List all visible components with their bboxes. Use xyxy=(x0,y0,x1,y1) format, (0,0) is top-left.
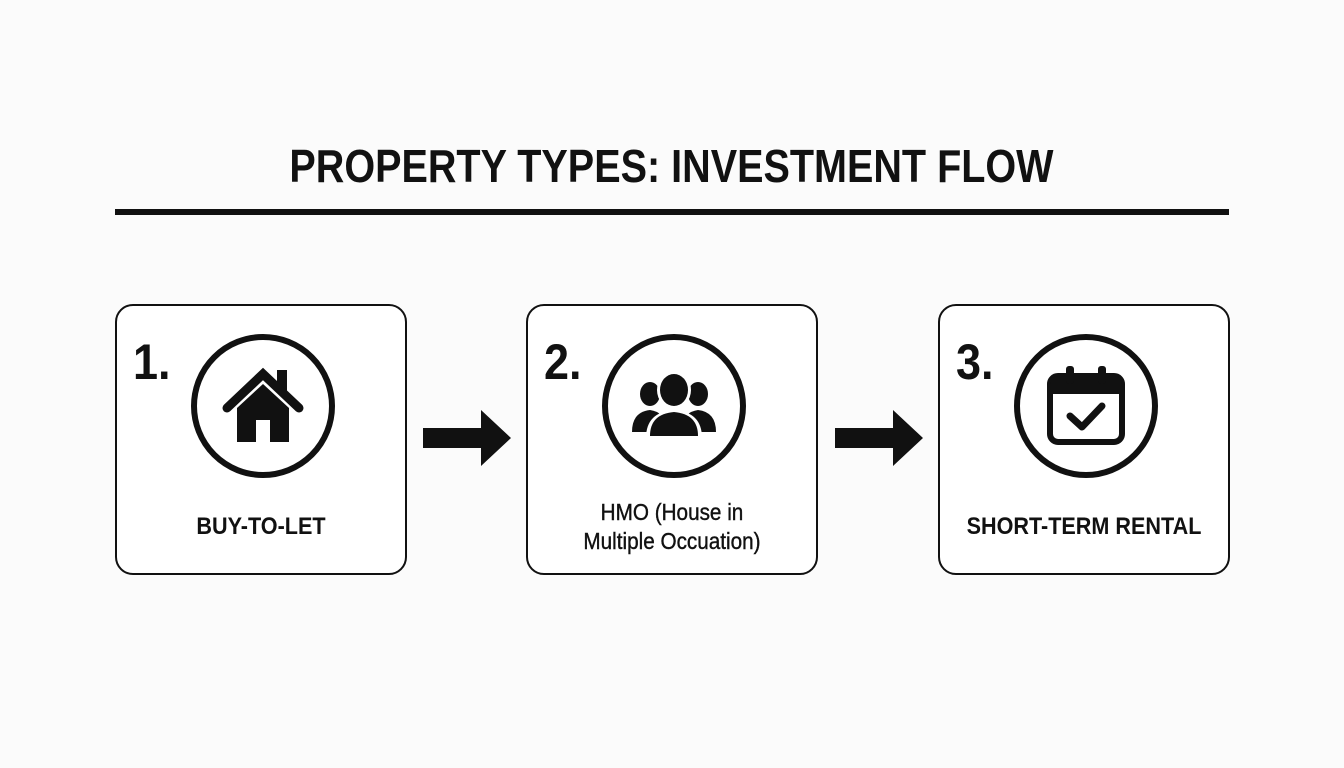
step-label: SHORT-TERM RENTAL xyxy=(966,513,1202,540)
step-card-hmo: 2. HMO (House in Multiple Occuation) xyxy=(526,304,818,575)
step-number: 3. xyxy=(956,334,994,390)
arrow-right-icon xyxy=(835,410,923,466)
title-divider xyxy=(115,209,1229,215)
step-number: 2. xyxy=(544,334,582,390)
step-label: HMO (House in Multiple Occuation) xyxy=(542,498,801,556)
arrow-right-icon xyxy=(423,410,511,466)
step-label: BUY-TO-LET xyxy=(196,513,326,540)
step-card-buy-to-let: 1. BUY-TO-LET xyxy=(115,304,407,575)
step-number: 1. xyxy=(133,334,171,390)
step-label-line-2: Multiple Occuation) xyxy=(583,528,761,554)
step-card-short-term-rental: 3. SHORT-TERM RENTAL xyxy=(938,304,1230,575)
people-group-icon xyxy=(632,371,716,438)
house-icon xyxy=(222,367,304,442)
icon-badge xyxy=(1014,334,1158,478)
calendar-check-icon xyxy=(1047,366,1125,445)
icon-badge xyxy=(191,334,335,478)
diagram-title: PROPERTY TYPES: INVESTMENT FLOW xyxy=(289,140,1054,192)
icon-badge xyxy=(602,334,746,478)
step-label-line-1: HMO (House in xyxy=(600,499,744,525)
